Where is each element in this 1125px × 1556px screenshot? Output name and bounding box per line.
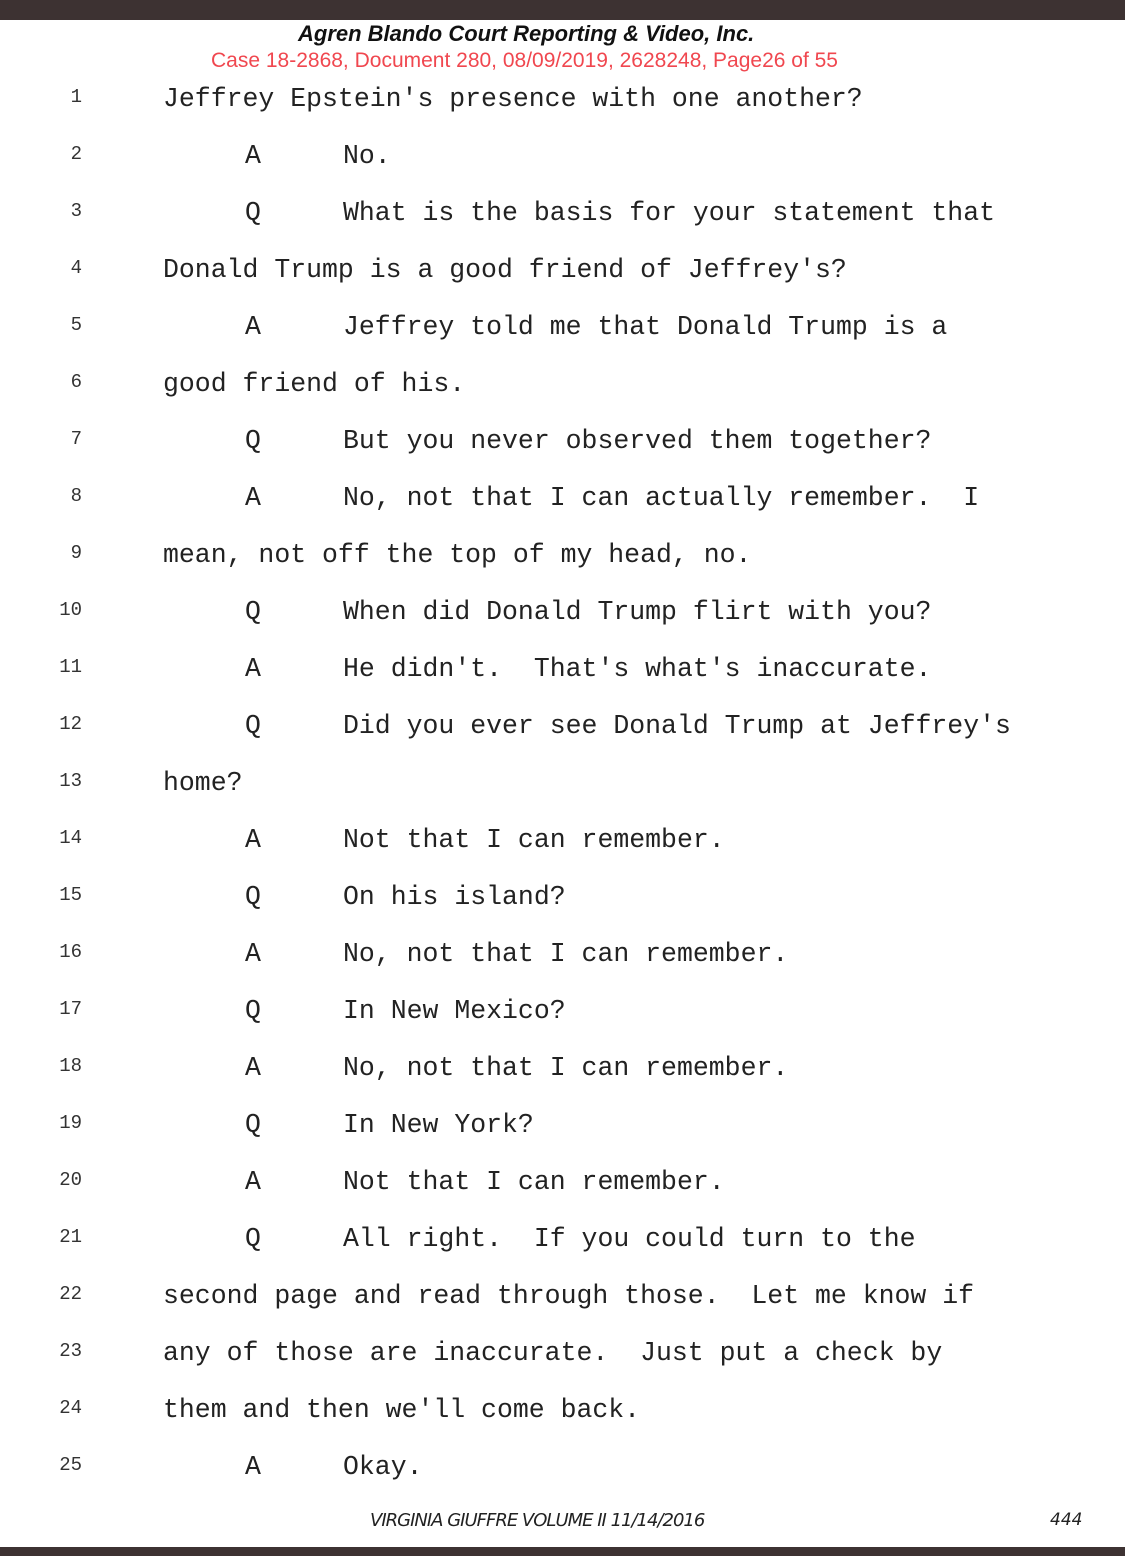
speaker-label: Q xyxy=(245,996,261,1026)
line-text: home? xyxy=(163,768,243,798)
line-text: second page and read through those. Let … xyxy=(163,1281,975,1311)
speaker-label: Q xyxy=(245,597,261,627)
transcript-line: 7 Q But you never observed them together? xyxy=(0,426,1125,456)
speaker-label: A xyxy=(245,1452,261,1482)
transcript-line: 19 Q In New York? xyxy=(0,1110,1125,1140)
line-number: 17 xyxy=(59,998,82,1020)
page-number: 444 xyxy=(1050,1510,1083,1530)
transcript-line: 22 second page and read through those. Le… xyxy=(0,1281,1125,1311)
line-number: 22 xyxy=(59,1283,82,1305)
speaker-label: A xyxy=(245,1167,261,1197)
speaker-label: Q xyxy=(245,882,261,912)
footer-title: VIRGINIA GIUFFRE VOLUME II 11/14/2016 xyxy=(370,1510,705,1531)
speaker-label: Q xyxy=(245,1110,261,1140)
transcript-line: 18 A No, not that I can remember. xyxy=(0,1053,1125,1083)
line-number: 12 xyxy=(59,713,82,735)
line-text: No, not that I can remember. xyxy=(343,939,789,969)
speaker-label: Q xyxy=(245,711,261,741)
transcript-line: 21 Q All right. If you could turn to the xyxy=(0,1224,1125,1254)
line-text: In New Mexico? xyxy=(343,996,566,1026)
transcript-line: 12 Q Did you ever see Donald Trump at Jeff… xyxy=(0,711,1125,741)
line-text: mean, not off the top of my head, no. xyxy=(163,540,752,570)
line-text: What is the basis for your statement tha… xyxy=(343,198,996,228)
line-text: No, not that I can remember. xyxy=(343,1053,789,1083)
line-number: 2 xyxy=(70,143,82,165)
line-number: 5 xyxy=(70,314,82,336)
line-text: But you never observed them together? xyxy=(343,426,932,456)
speaker-label: A xyxy=(245,312,261,342)
line-number: 4 xyxy=(70,257,82,279)
line-number: 1 xyxy=(70,86,82,108)
transcript-line: 10 Q When did Donald Trump flirt with you? xyxy=(0,597,1125,627)
line-text: No. xyxy=(343,141,391,171)
line-number: 10 xyxy=(59,599,82,621)
transcript-line: 14 A Not that I can remember. xyxy=(0,825,1125,855)
speaker-label: Q xyxy=(245,1224,261,1254)
speaker-label: Q xyxy=(245,198,261,228)
line-text: good friend of his. xyxy=(163,369,466,399)
line-number: 19 xyxy=(59,1112,82,1134)
transcript-line: 16 A No, not that I can remember. xyxy=(0,939,1125,969)
speaker-label: A xyxy=(245,1053,261,1083)
line-text: No, not that I can actually remember. I xyxy=(343,483,980,513)
line-number: 8 xyxy=(70,485,82,507)
line-number: 9 xyxy=(70,542,82,564)
transcript-line: 5 A Jeffrey told me that Donald Trump is a xyxy=(0,312,1125,342)
line-text: When did Donald Trump flirt with you? xyxy=(343,597,932,627)
line-number: 23 xyxy=(59,1340,82,1362)
transcript-line: 23 any of those are inaccurate. Just put … xyxy=(0,1338,1125,1368)
transcript-line: 17 Q In New Mexico? xyxy=(0,996,1125,1026)
line-number: 18 xyxy=(59,1055,82,1077)
line-number: 25 xyxy=(59,1454,82,1476)
transcript-line: 25 A Okay. xyxy=(0,1452,1125,1482)
line-number: 15 xyxy=(59,884,82,906)
line-number: 11 xyxy=(59,656,82,678)
bottom-border xyxy=(0,1547,1125,1556)
speaker-label: Q xyxy=(245,426,261,456)
transcript-line: 8 A No, not that I can actually remember. … xyxy=(0,483,1125,513)
line-text: Jeffrey Epstein's presence with one anot… xyxy=(163,84,863,114)
line-text: Not that I can remember. xyxy=(343,1167,725,1197)
line-number: 21 xyxy=(59,1226,82,1248)
top-border xyxy=(0,0,1125,20)
transcript-line: 4 Donald Trump is a good friend of Jeffre… xyxy=(0,255,1125,285)
line-number: 6 xyxy=(70,371,82,393)
line-number: 24 xyxy=(59,1397,82,1419)
line-text: Did you ever see Donald Trump at Jeffrey… xyxy=(343,711,1011,741)
line-text: any of those are inaccurate. Just put a … xyxy=(163,1338,943,1368)
transcript-line: 1 Jeffrey Epstein's presence with one ano… xyxy=(0,84,1125,114)
case-stamp: Case 18-2868, Document 280, 08/09/2019, … xyxy=(211,49,838,72)
speaker-label: A xyxy=(245,825,261,855)
line-text: Not that I can remember. xyxy=(343,825,725,855)
transcript-line: 15 Q On his island? xyxy=(0,882,1125,912)
speaker-label: A xyxy=(245,141,261,171)
line-text: Donald Trump is a good friend of Jeffrey… xyxy=(163,255,847,285)
line-text: On his island? xyxy=(343,882,566,912)
speaker-label: A xyxy=(245,939,261,969)
transcript-line: 2 A No. xyxy=(0,141,1125,171)
court-reporter-header: Agren Blando Court Reporting & Video, In… xyxy=(298,21,755,46)
transcript-line: 9 mean, not off the top of my head, no. xyxy=(0,540,1125,570)
transcript-line: 6 good friend of his. xyxy=(0,369,1125,399)
line-text: All right. If you could turn to the xyxy=(343,1224,916,1254)
line-text: In New York? xyxy=(343,1110,534,1140)
line-text: He didn't. That's what's inaccurate. xyxy=(343,654,932,684)
line-number: 16 xyxy=(59,941,82,963)
speaker-label: A xyxy=(245,483,261,513)
line-text: Okay. xyxy=(343,1452,423,1482)
line-number: 7 xyxy=(70,428,82,450)
line-number: 20 xyxy=(59,1169,82,1191)
transcript-line: 3 Q What is the basis for your statement t… xyxy=(0,198,1125,228)
transcript-line: 20 A Not that I can remember. xyxy=(0,1167,1125,1197)
line-text: them and then we'll come back. xyxy=(163,1395,641,1425)
speaker-label: A xyxy=(245,654,261,684)
line-text: Jeffrey told me that Donald Trump is a xyxy=(343,312,948,342)
transcript-line: 24 them and then we'll come back. xyxy=(0,1395,1125,1425)
line-number: 13 xyxy=(59,770,82,792)
line-number: 3 xyxy=(70,200,82,222)
line-number: 14 xyxy=(59,827,82,849)
transcript-line: 11 A He didn't. That's what's inaccurate. xyxy=(0,654,1125,684)
transcript-line: 13 home? xyxy=(0,768,1125,798)
